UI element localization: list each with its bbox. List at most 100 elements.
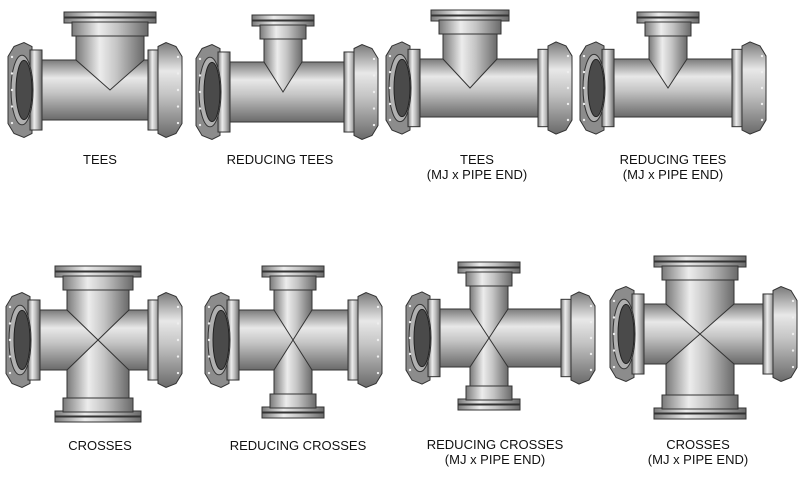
bolt-icon — [566, 70, 570, 74]
bolt-icon — [566, 86, 570, 90]
bolt-icon — [198, 123, 202, 127]
mj-gland-flange — [261, 412, 325, 419]
bolt-icon — [589, 368, 593, 372]
bolt-icon — [589, 320, 593, 324]
bolt-icon — [8, 338, 12, 342]
bolt-icon — [408, 352, 412, 356]
fitting-label: TEES — [460, 152, 494, 167]
bolt-icon — [791, 332, 795, 336]
pipe-bore — [13, 309, 31, 371]
mj-gland-flange — [457, 261, 521, 268]
fitting-label: REDUCING CROSSES — [426, 437, 564, 452]
fitting-sublabel: (MJ x PIPE END) — [622, 167, 724, 182]
fitting-label: REDUCING TEES — [226, 152, 334, 167]
bolt-icon — [8, 355, 12, 358]
mj-bell-neck — [465, 271, 513, 287]
bolt-icon — [176, 322, 180, 325]
mj-gland-flange — [457, 404, 521, 411]
mj-gland-flange — [157, 41, 183, 139]
mj-bell-neck — [644, 21, 692, 37]
mj-gland-flange — [357, 291, 383, 389]
bolt-icon — [10, 105, 14, 108]
mj-gland-flange — [353, 43, 379, 141]
bolt-icon — [10, 55, 14, 59]
bolt-icon — [198, 90, 202, 94]
bolt-icon — [582, 118, 586, 122]
bolt-icon — [207, 371, 211, 375]
bolt-icon — [408, 368, 412, 372]
bolt-icon — [376, 305, 380, 309]
bolt-icon — [582, 54, 586, 58]
mj-gland-flange — [261, 265, 325, 272]
bolt-icon — [176, 338, 180, 342]
mj-bell-neck — [661, 265, 739, 281]
bolt-icon — [207, 305, 211, 309]
label-tees-mj-pe: TEES(MJ x PIPE END) — [377, 152, 577, 182]
bolt-icon — [176, 121, 180, 125]
bolt-icon — [612, 316, 616, 319]
bolt-icon — [10, 88, 14, 92]
bolt-icon — [388, 54, 392, 58]
fitting-label: CROSSES — [68, 438, 132, 453]
mj-gland-flange — [430, 9, 510, 16]
bolt-icon — [176, 72, 180, 75]
bolt-icon — [612, 299, 616, 303]
mj-bell-neck — [269, 275, 317, 291]
bolt-icon — [388, 86, 392, 90]
bolt-icon — [372, 123, 376, 127]
mj-gland-flange — [54, 265, 142, 272]
mj-gland-flange — [636, 11, 700, 18]
bolt-icon — [582, 86, 586, 90]
fitting-4 — [5, 265, 183, 423]
bolt-icon — [791, 349, 795, 352]
pipe-bore — [413, 308, 431, 368]
bolt-icon — [207, 322, 211, 325]
mj-bell-neck — [62, 275, 134, 291]
mj-bell-neck — [71, 21, 149, 37]
pipe-bore — [212, 309, 230, 371]
bolt-icon — [176, 88, 180, 92]
bolt-icon — [582, 102, 586, 106]
mj-gland-flange — [653, 413, 747, 420]
bolt-icon — [566, 102, 570, 106]
fitting-7 — [609, 255, 798, 420]
bolt-icon — [582, 70, 586, 74]
bolt-icon — [372, 90, 376, 94]
fitting-label: REDUCING TEES — [619, 152, 727, 167]
fitting-6 — [405, 261, 596, 411]
bolt-icon — [176, 105, 180, 108]
bolt-icon — [176, 305, 180, 309]
bolt-icon — [176, 371, 180, 375]
bolt-icon — [760, 54, 764, 58]
bolt-icon — [566, 118, 570, 122]
mj-gland-flange — [157, 291, 183, 389]
bolt-icon — [372, 57, 376, 61]
bolt-icon — [8, 305, 12, 309]
label-reducing-crosses-mj-pe: REDUCING CROSSES(MJ x PIPE END) — [395, 437, 595, 467]
bolt-icon — [791, 299, 795, 303]
bolt-icon — [372, 74, 376, 77]
label-reducing-tees-mj-pe: REDUCING TEES(MJ x PIPE END) — [573, 152, 773, 182]
bolt-icon — [760, 118, 764, 122]
pipe-bore — [15, 59, 33, 121]
bolt-icon — [388, 70, 392, 74]
fitting-0 — [7, 11, 183, 139]
mj-gland-flange — [570, 291, 596, 385]
bolt-icon — [376, 338, 380, 342]
bolt-icon — [8, 371, 12, 375]
mj-gland-flange — [54, 416, 142, 423]
pipe-bore — [203, 61, 221, 123]
fitting-label: CROSSES — [666, 437, 730, 452]
mj-gland-flange — [547, 41, 573, 135]
bolt-icon — [760, 86, 764, 90]
bolt-icon — [198, 57, 202, 61]
mj-bell-neck — [438, 19, 502, 35]
bolt-icon — [612, 349, 616, 352]
mj-bell-neck — [269, 393, 317, 409]
bolt-icon — [566, 54, 570, 58]
mj-gland-flange — [772, 285, 798, 383]
bolt-icon — [589, 304, 593, 308]
bolt-icon — [207, 338, 211, 342]
